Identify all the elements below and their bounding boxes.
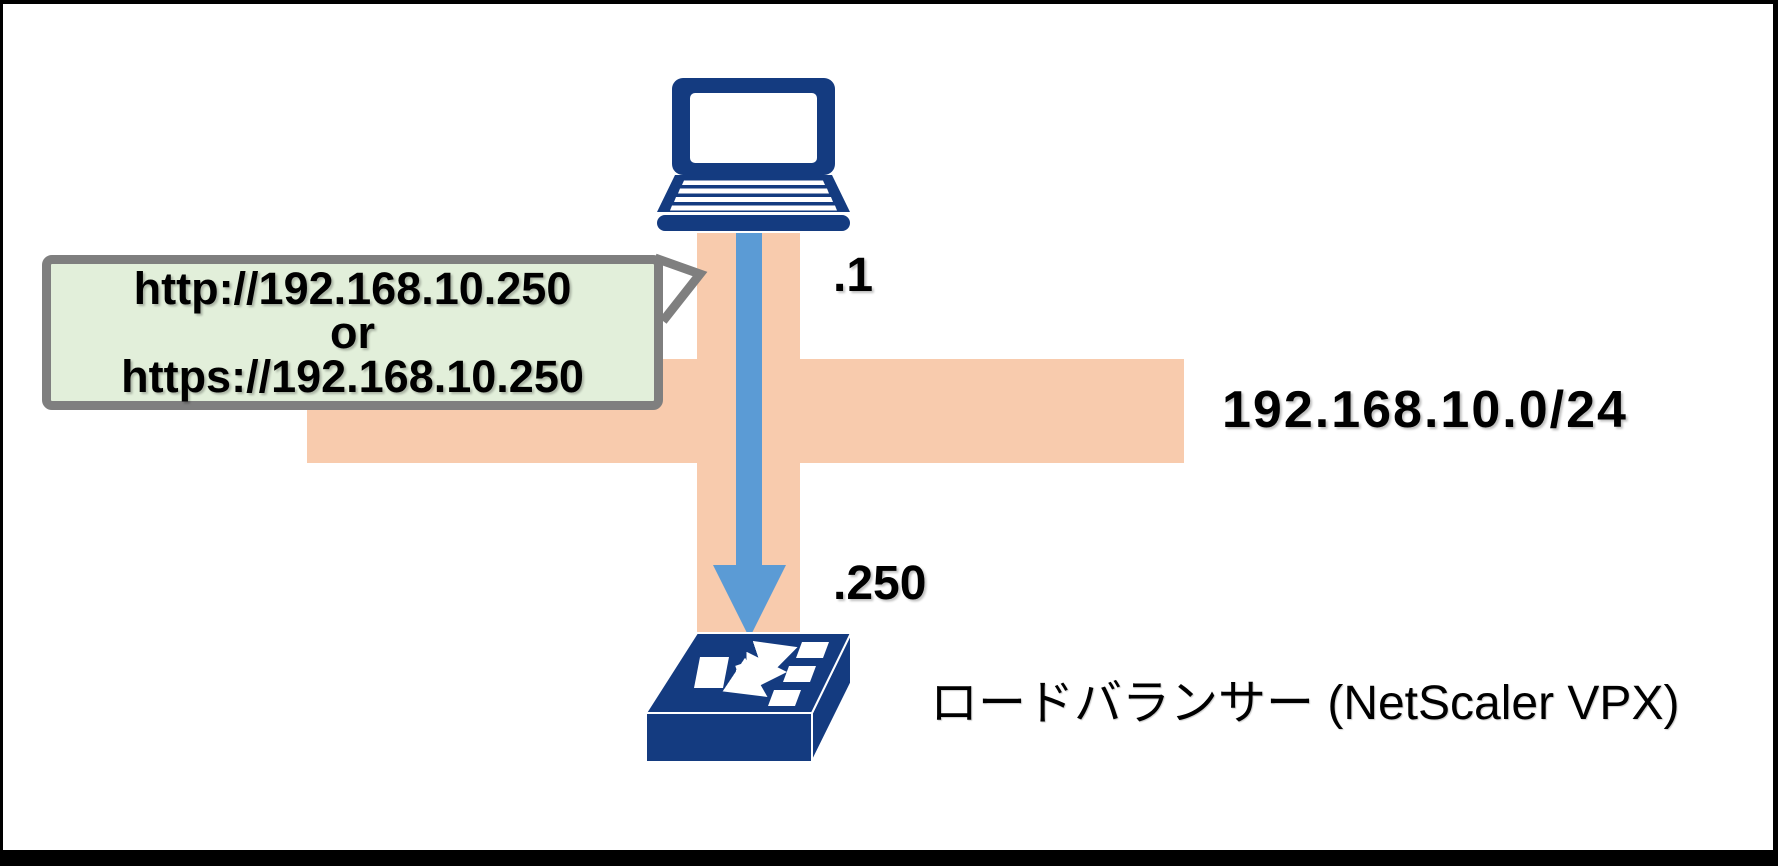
callout-line-http: http://192.168.10.250 [133,262,572,314]
network-subnet-label: 192.168.10.0/24 [1222,381,1628,439]
load-balancer-label: ロードバランサー (NetScaler VPX) [930,677,1680,730]
laptop-icon [657,78,850,231]
callout-line-or: or [330,306,375,358]
callout-bubble: http://192.168.10.250 or https://192.168… [42,255,663,410]
lb-ip-label: .250 [833,557,927,610]
callout-tail [653,253,708,324]
down-arrow-icon [713,233,786,638]
client-ip-label: .1 [833,249,874,302]
load-balancer-icon [644,632,853,763]
callout-line-https: https://192.168.10.250 [121,350,584,402]
